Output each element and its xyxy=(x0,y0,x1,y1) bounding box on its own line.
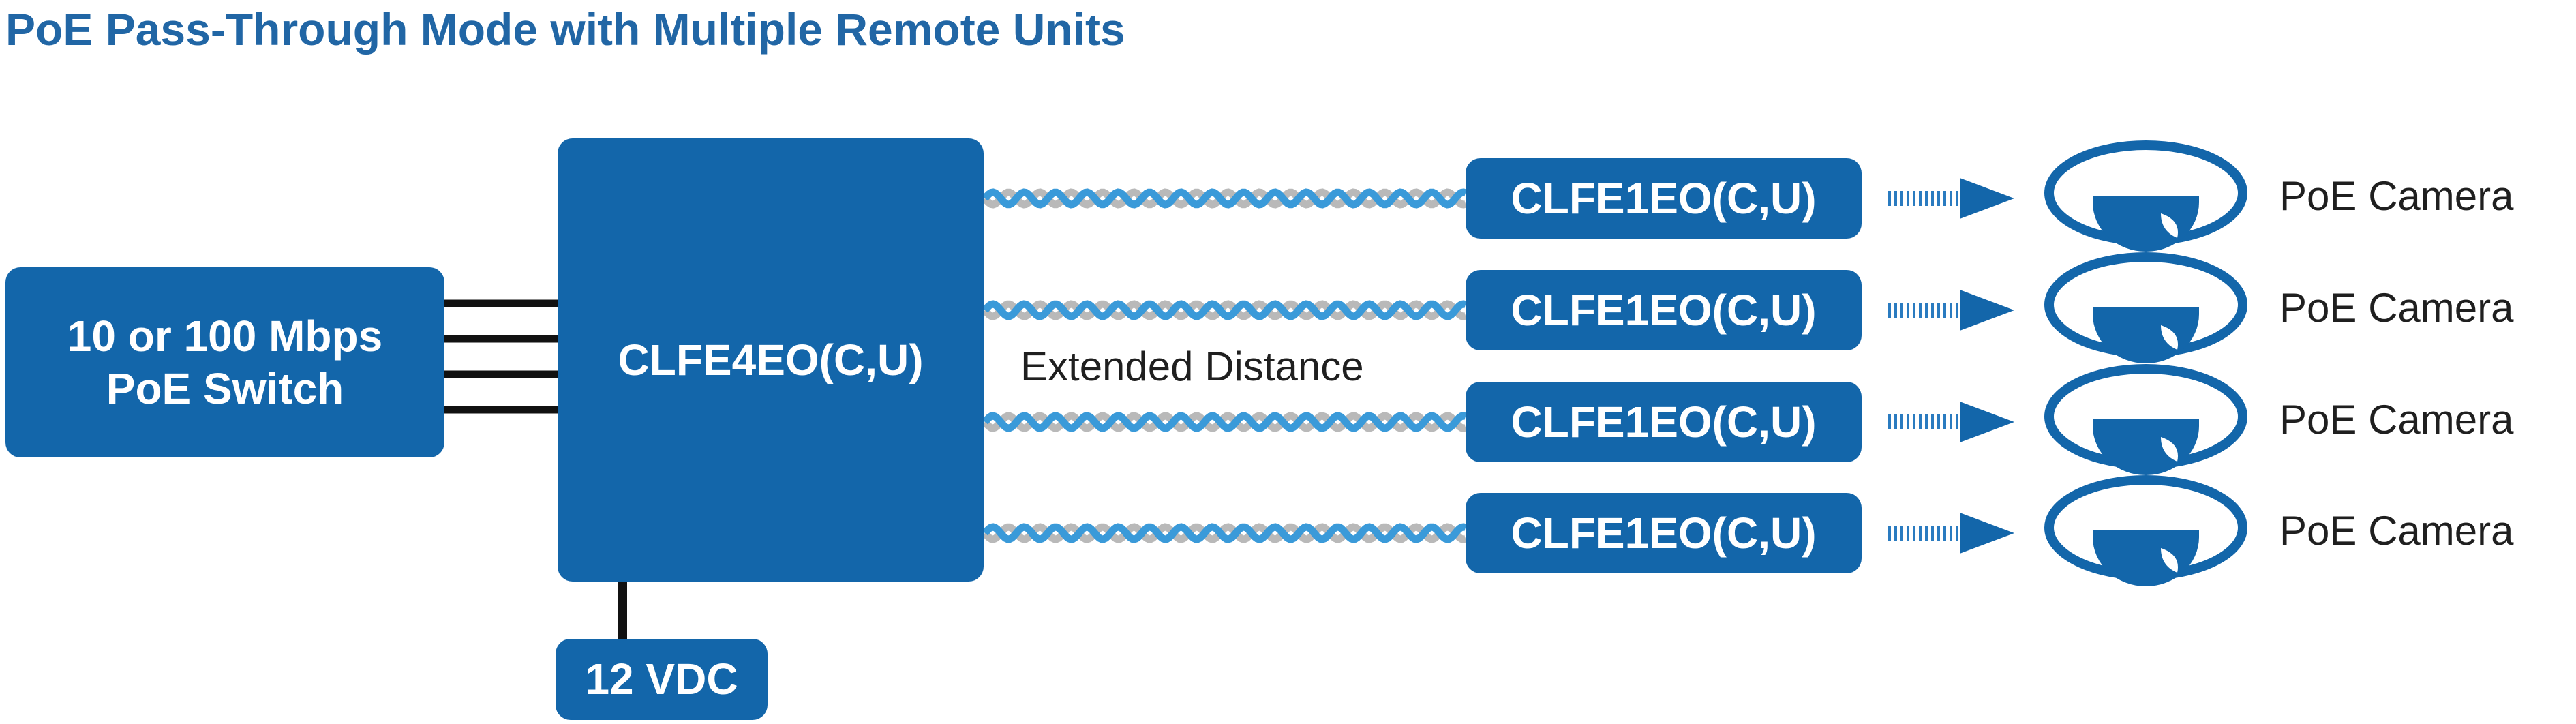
camera-label: PoE Camera xyxy=(2279,397,2514,442)
central-unit: CLFE4EO(C,U) xyxy=(558,138,984,582)
extended-distance-label: Extended Distance xyxy=(1020,344,1364,389)
camera-label: PoE Camera xyxy=(2279,173,2514,219)
camera-label: PoE Camera xyxy=(2279,508,2514,554)
remote-unit: CLFE1EO(C,U) xyxy=(1466,493,1862,573)
dome-camera-icon xyxy=(2044,140,2247,252)
remote-unit-label: CLFE1EO(C,U) xyxy=(1511,397,1817,447)
switch-type-label: PoE Switch xyxy=(106,363,344,413)
remote-unit: CLFE1EO(C,U) xyxy=(1466,382,1862,462)
twisted-pair-strand xyxy=(982,188,1467,209)
arrow-right-icon xyxy=(1888,402,2014,442)
remote-unit-label: CLFE1EO(C,U) xyxy=(1511,508,1817,558)
cameras xyxy=(2044,140,2247,586)
dome-camera-icon xyxy=(2044,252,2247,363)
arrow-right-icon xyxy=(1888,178,2014,219)
remote-unit: CLFE1EO(C,U) xyxy=(1466,158,1862,239)
remote-unit-label: CLFE1EO(C,U) xyxy=(1511,285,1817,335)
poe-switch: 10 or 100 Mbps PoE Switch xyxy=(5,267,444,457)
twisted-pair-strand xyxy=(982,523,1467,543)
switch-wires xyxy=(443,299,559,414)
arrow-right-icon xyxy=(1888,513,2014,554)
power-supply: 12 VDC xyxy=(556,639,768,720)
remote-unit: CLFE1EO(C,U) xyxy=(1466,270,1862,350)
switch-speed-label: 10 or 100 Mbps xyxy=(67,311,383,361)
diagram-title: PoE Pass-Through Mode with Multiple Remo… xyxy=(5,4,1125,55)
twisted-pair-strand xyxy=(982,300,1467,320)
power-label: 12 VDC xyxy=(585,654,738,704)
dome-camera-icon xyxy=(2044,475,2247,586)
camera-label: PoE Camera xyxy=(2279,285,2514,331)
twisted-pair-strand xyxy=(982,412,1467,432)
signal-arrows xyxy=(1888,178,2014,554)
remote-unit-label: CLFE1EO(C,U) xyxy=(1511,173,1817,223)
dome-camera-icon xyxy=(2044,364,2247,475)
central-unit-label: CLFE4EO(C,U) xyxy=(618,335,924,384)
extended-cables xyxy=(982,188,1467,543)
arrow-right-icon xyxy=(1888,290,2014,331)
